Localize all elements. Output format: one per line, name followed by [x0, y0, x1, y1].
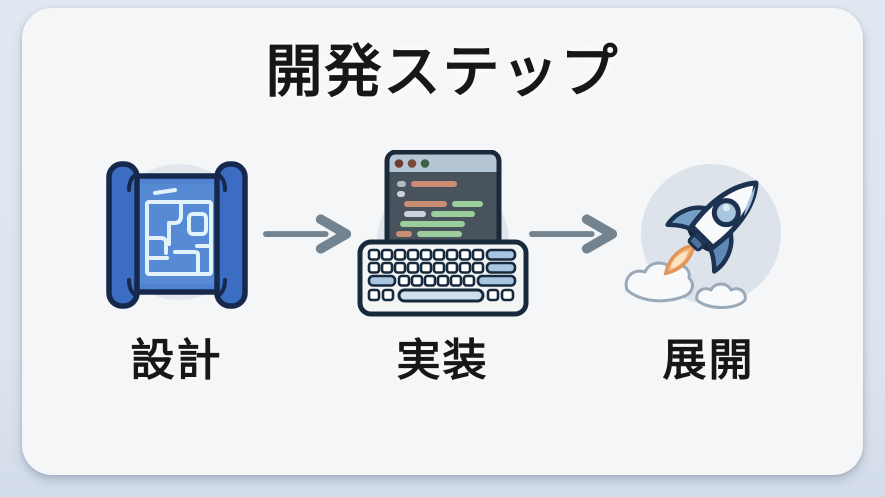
process-flow: 設計 [22, 150, 863, 388]
step-label-design: 設計 [130, 336, 223, 385]
code-editor-keyboard-icon [357, 150, 529, 318]
page-title: 開発ステップ [265, 40, 620, 104]
right-arrow-svg [528, 214, 617, 254]
step-implementation: 実装 [357, 150, 529, 388]
step-design: 設計 [91, 150, 263, 388]
right-arrow-icon [528, 150, 623, 318]
right-arrow-icon [262, 150, 357, 318]
rocket-icon [623, 150, 795, 318]
step-label-deployment: 展開 [662, 336, 755, 385]
step-deployment: 展開 [623, 150, 795, 388]
right-arrow-svg [262, 214, 351, 254]
step-label-implementation: 実装 [396, 336, 489, 385]
blueprint-icon [91, 150, 263, 318]
rocket-svg [624, 164, 781, 309]
code-editor-keyboard-svg [357, 150, 528, 317]
blueprint-icon-svg [105, 161, 248, 309]
diagram-card: 開発ステップ [22, 8, 863, 475]
